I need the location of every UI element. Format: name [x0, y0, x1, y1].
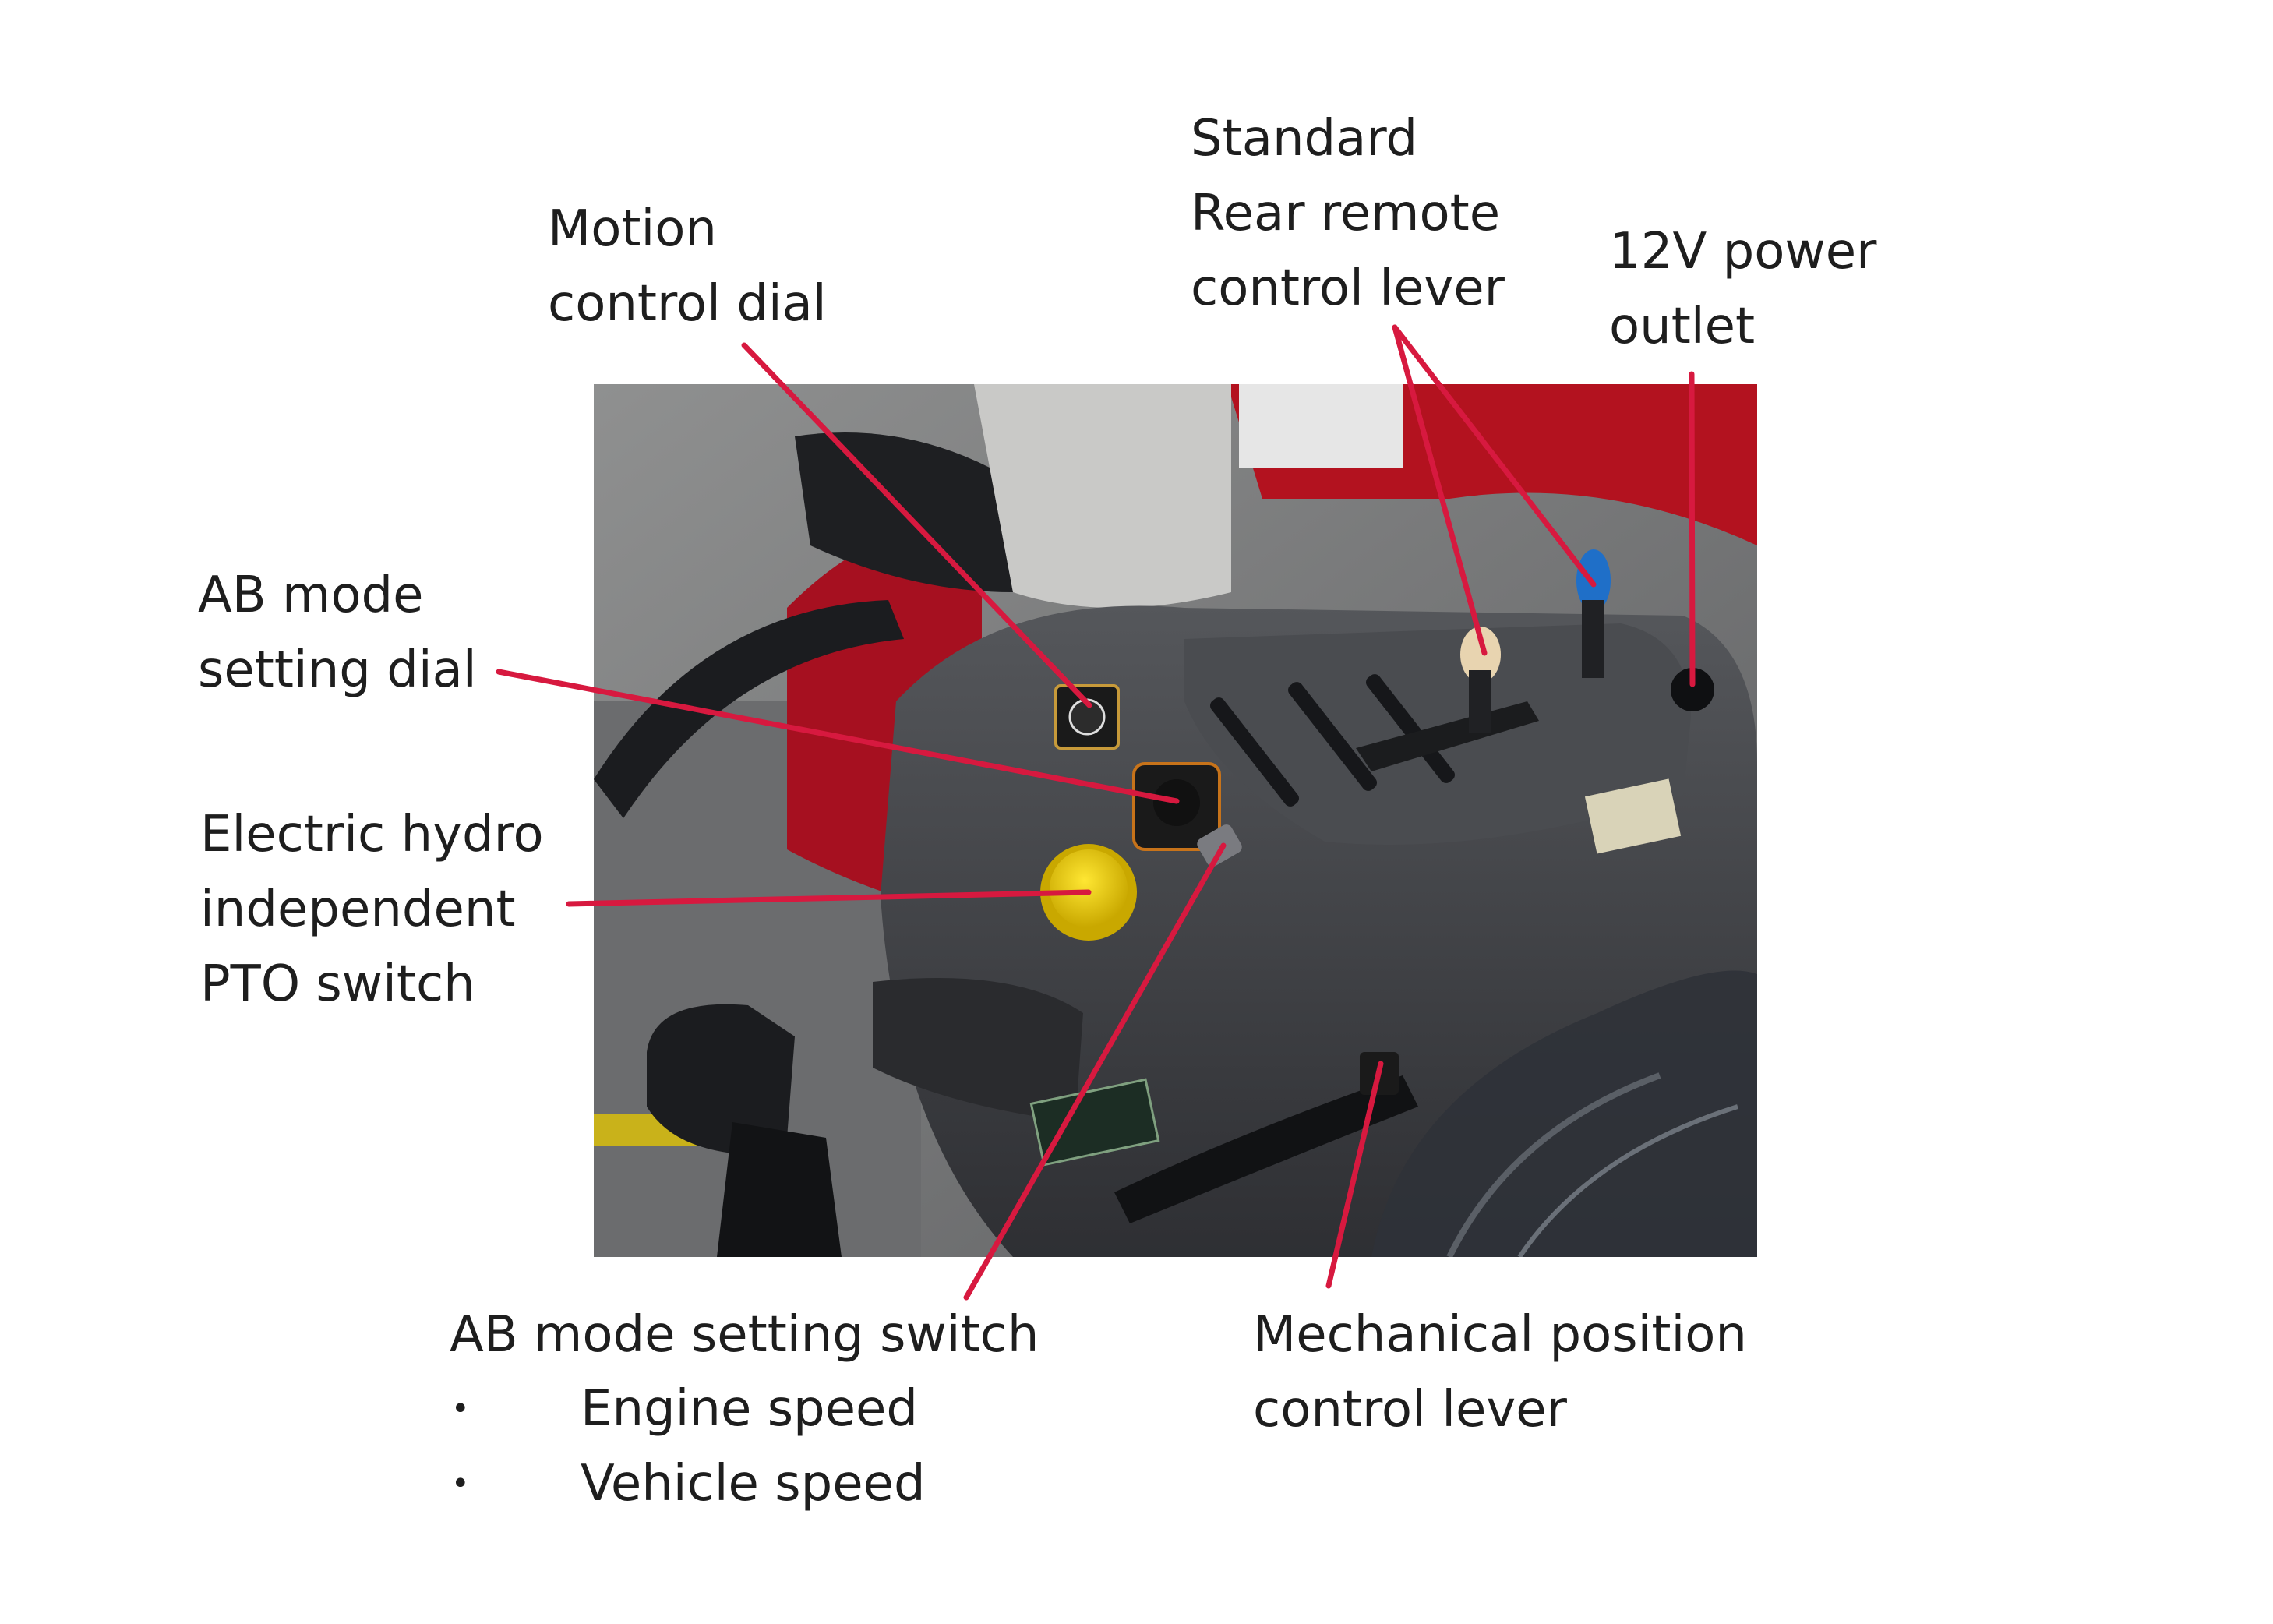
label-line: control lever	[1253, 1381, 1567, 1439]
power-outlet-socket	[1671, 668, 1714, 711]
label-line: outlet	[1609, 298, 1756, 355]
option-label: Engine speed	[581, 1380, 919, 1438]
list-item: • Vehicle speed	[450, 1446, 926, 1521]
ab-mode-setting-dial-label: AB mode setting dial	[198, 558, 477, 708]
label-line: Standard	[1191, 110, 1418, 168]
label-line: AB mode	[198, 567, 424, 624]
bullet-icon: •	[451, 1466, 470, 1502]
position-control-lever-handle	[1360, 1052, 1399, 1095]
ab-mode-setting-switch-options: • Engine speed • Vehicle speed	[450, 1372, 926, 1521]
label-line: 12V power	[1609, 223, 1877, 281]
label-line: Electric hydro	[200, 806, 544, 863]
label-line: PTO switch	[200, 955, 475, 1013]
ab-mode-setting-switch-title: AB mode setting switch	[450, 1297, 1039, 1372]
bullet-icon: •	[451, 1391, 470, 1427]
ab-mode-setting-dial-knob	[1153, 779, 1200, 826]
label-line: Rear remote	[1191, 185, 1501, 242]
pto-switch-knob	[1050, 849, 1128, 927]
list-item: • Engine speed	[450, 1372, 926, 1446]
option-label: Vehicle speed	[581, 1455, 926, 1513]
label-line: control dial	[548, 275, 827, 333]
label-line: independent	[200, 881, 516, 938]
label-line: control lever	[1191, 259, 1505, 317]
pto-switch-label: Electric hydro independent PTO switch	[200, 797, 544, 1022]
label-line: Motion	[548, 200, 717, 258]
position-control-lever-label: Mechanical position control lever	[1253, 1297, 1747, 1447]
label-line: setting dial	[198, 641, 477, 699]
label-line: Mechanical position	[1253, 1306, 1747, 1364]
label-line: AB mode setting switch	[450, 1306, 1039, 1364]
motion-control-dial-label: Motion control dial	[548, 192, 827, 341]
power-outlet-label: 12V power outlet	[1609, 214, 1876, 364]
rear-remote-control-lever-label: Standard Rear remote control lever	[1191, 101, 1505, 326]
